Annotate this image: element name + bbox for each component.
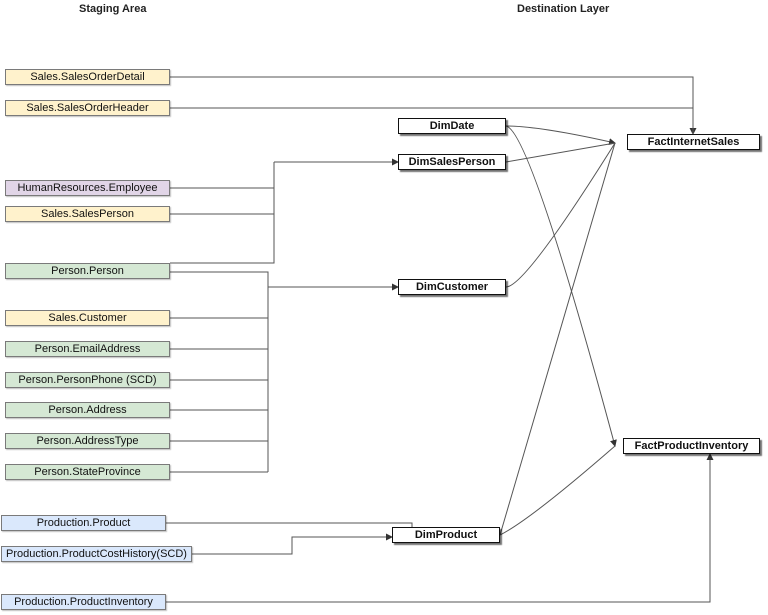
staging-node-person-emailaddress[interactable]: Person.EmailAddress (5, 341, 170, 357)
dim-node-dimcustomer[interactable]: DimCustomer (398, 279, 506, 295)
staging-node-person-stateprovince[interactable]: Person.StateProvince (5, 464, 170, 480)
staging-node-humanresources-employee[interactable]: HumanResources.Employee (5, 180, 170, 196)
staging-node-person-personphone-scd[interactable]: Person.PersonPhone (SCD) (5, 372, 170, 388)
edge-dimsp-fis (505, 142, 616, 163)
staging-node-production-productinventory[interactable]: Production.ProductInventory (1, 594, 166, 610)
edge-pp-bus (170, 162, 275, 264)
header-destination-layer: Destination Layer (517, 3, 610, 15)
edge-soh-fis (170, 107, 694, 134)
connector-lines (166, 76, 714, 603)
staging-node-sales-customer[interactable]: Sales.Customer (5, 310, 170, 326)
edge-dimdate-fpi (505, 125, 617, 447)
staging-node-production-product[interactable]: Production.Product (1, 515, 166, 531)
header-staging-area: Staging Area (79, 3, 147, 15)
edge-pp-cust-bus (170, 271, 269, 472)
edge-ppi-fpi (166, 453, 714, 603)
staging-node-production-productcosthistory-scd[interactable]: Production.ProductCostHistory(SCD) (1, 546, 192, 562)
dim-node-dimdate[interactable]: DimDate (398, 118, 506, 134)
dim-node-dimsalesperson[interactable]: DimSalesPerson (398, 154, 506, 170)
edge-prp-dimprod (166, 522, 413, 527)
staging-node-person-address[interactable]: Person.Address (5, 402, 170, 418)
fact-node-factinternetsales[interactable]: FactInternetSales (627, 134, 760, 150)
staging-node-sales-salesorderdetail[interactable]: Sales.SalesOrderDetail (5, 69, 170, 85)
edge-dimprod-fpi (499, 445, 616, 536)
fact-node-factproductinventory[interactable]: FactProductInventory (623, 438, 760, 454)
staging-node-person-addresstype[interactable]: Person.AddressType (5, 433, 170, 449)
dim-node-dimproduct[interactable]: DimProduct (392, 527, 500, 543)
edge-dimprod-fis (499, 142, 616, 536)
staging-node-person-person[interactable]: Person.Person (5, 263, 170, 279)
edge-dimdate-fis (505, 125, 616, 146)
edge-ppch-dimprod (192, 533, 393, 555)
staging-node-sales-salesperson[interactable]: Sales.SalesPerson (5, 206, 170, 222)
staging-node-sales-salesorderheader[interactable]: Sales.SalesOrderHeader (5, 100, 170, 116)
edge-dimcust-fis (505, 142, 616, 288)
